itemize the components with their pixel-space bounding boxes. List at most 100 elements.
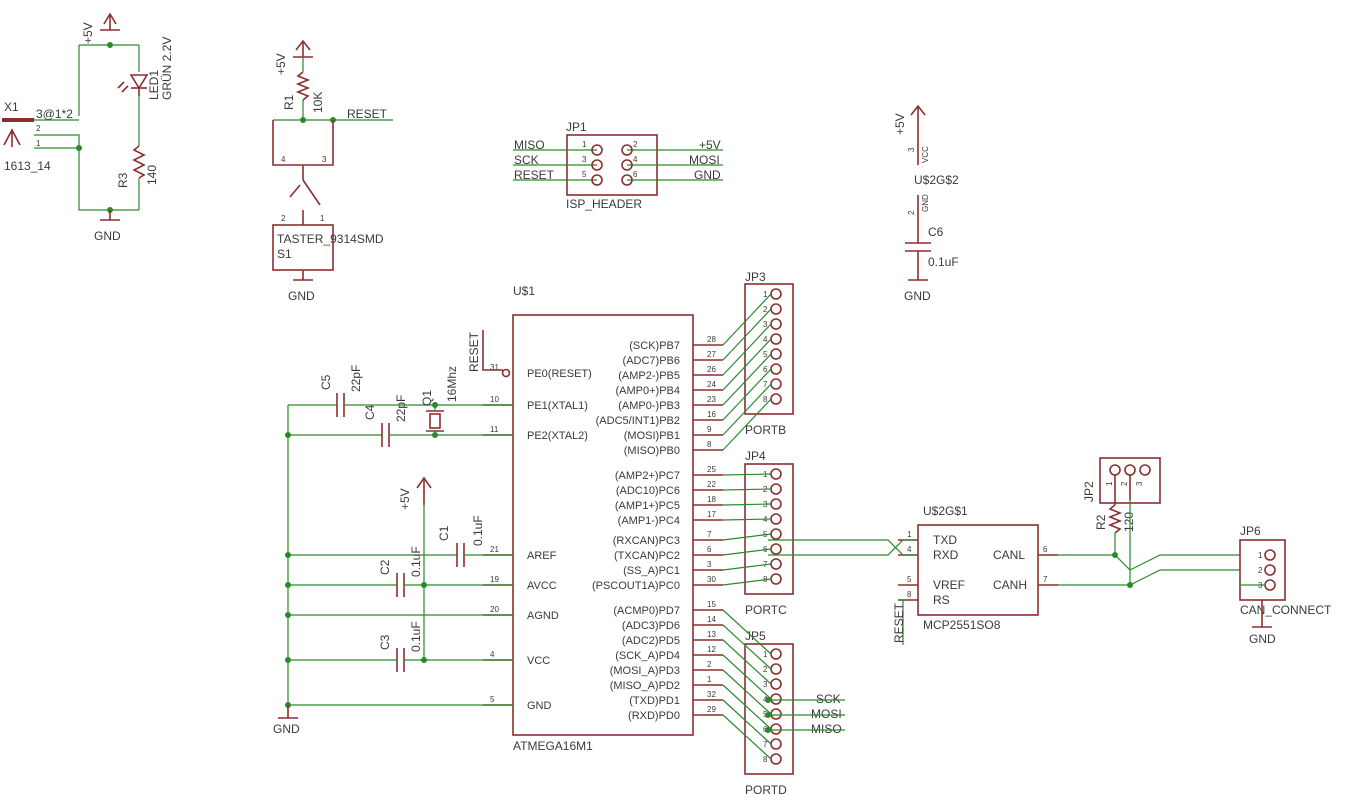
jp1-net-mosi: MOSI: [689, 153, 720, 167]
jp1-value: ISP_HEADER: [566, 197, 642, 211]
u1-right-pin-label: (TXD)PD1: [629, 695, 680, 707]
ug1-reset-net: RESET: [892, 602, 906, 643]
u1-left-pin-label: AREF: [527, 550, 557, 562]
jp1-name: JP1: [566, 120, 587, 134]
jp1-isp-header: JP1 MISO SCK RESET 1 3 5 +5V MOSI GND: [513, 120, 723, 211]
c1-value: 0.1uF: [471, 515, 485, 546]
jp3-pin: 7: [763, 380, 768, 389]
reset-net-label: RESET: [347, 107, 388, 121]
u1-right-pin-label: (TXCAN)PC2: [614, 550, 680, 562]
u1-right-pin-label: (AMP2+)PC7: [615, 470, 680, 482]
u1-right-pin-label: (MISO)PB0: [624, 445, 680, 457]
u1-left-pin-num: 5: [490, 695, 495, 704]
u1-right-pin-label: (ADC10)PC6: [616, 485, 680, 497]
u1-right-pin-num: 26: [707, 365, 716, 374]
u1-right-pin-num: 18: [707, 495, 716, 504]
jp3-name: JP3: [745, 270, 766, 284]
u1-right-pin-num: 15: [707, 600, 716, 609]
jp5-pin: 8: [763, 755, 768, 764]
c5-name: C5: [319, 374, 333, 390]
ug1-pin4: 4: [907, 545, 912, 554]
u1-name: U$1: [513, 284, 535, 298]
jp3-pin: 1: [763, 290, 768, 299]
r2-value: 120: [1122, 512, 1136, 532]
u1-left-pin-label: PE2(XTAL2): [527, 430, 588, 442]
u1-atmega16m1: U$1 ATMEGA16M1 31PE0(RESET)10PE1(XTAL1)1…: [467, 284, 723, 753]
led1-name: LED1: [147, 70, 161, 100]
s1-pin3: 3: [322, 155, 327, 164]
ug2-pin-vcc: 3: [907, 147, 916, 152]
c5-value: 22pF: [349, 365, 363, 392]
u1-right-pin-num: 8: [707, 440, 712, 449]
s1-pin4: 4: [281, 155, 286, 164]
s1-pin1: 1: [320, 214, 325, 223]
x1-pin1: 1: [36, 139, 41, 148]
u1-right-pin-label: (AMP0+)PB4: [616, 385, 681, 397]
jp5-net-sck: SCK: [816, 692, 841, 706]
jp1-left-pins: MISO SCK RESET 1 3 5: [513, 138, 603, 186]
jp6-pin2: 2: [1258, 566, 1263, 575]
ug2-gnd: GND: [921, 194, 930, 212]
c2-name: C2: [378, 559, 392, 575]
u1-right-pin-num: 30: [707, 575, 716, 584]
p5v-label-1: +5V: [81, 22, 95, 44]
s1-name: S1: [277, 247, 292, 261]
r1-name: R1: [282, 94, 296, 110]
jp3-pin: 3: [763, 320, 768, 329]
ug1-mcp2551: U$2G$1 MCP2551SO8 1 4 5 8 TXD RXD VREF R…: [892, 504, 1058, 645]
u1-right-pins: 28(SCK)PB727(ADC7)PB626(AMP2-)PB524(AMP0…: [592, 335, 723, 722]
u1-right-pin-label: (SCK)PB7: [629, 340, 680, 352]
q1-name: Q1: [420, 390, 434, 406]
u1-right-pin-num: 23: [707, 395, 716, 404]
jp5-pin: 3: [763, 680, 768, 689]
jp1-right-pins: +5V MOSI GND 2 4 6: [621, 138, 723, 186]
u1-right-pin-label: (SCK_A)PD4: [615, 650, 680, 662]
r3-value: 140: [145, 165, 159, 185]
u1-left-pin-label: AVCC: [527, 580, 557, 592]
c6-value: 0.1uF: [928, 255, 959, 269]
jp2-pin2: 2: [1120, 481, 1129, 486]
u1-passives: C5 22pF C4 22pF Q1 16Mhz +5V C1 0.1uF C2…: [273, 365, 513, 736]
u1-left-pins: 31PE0(RESET)10PE1(XTAL1)11PE2(XTAL2)21AR…: [483, 363, 592, 712]
jp1-net-sck: SCK: [514, 153, 539, 167]
ug2-pin-gnd: 2: [907, 210, 916, 215]
jp5-name: JP5: [745, 629, 766, 643]
jp1-net-5v: +5V: [699, 138, 721, 152]
jp6-pin1: 1: [1258, 551, 1263, 560]
jp3-pin: 6: [763, 365, 768, 374]
u1-left-pin-label: AGND: [527, 610, 559, 622]
u1-right-pin-label: (ADC3)PD6: [622, 620, 680, 632]
u1-right-pin-num: 14: [707, 615, 716, 624]
jp5-pin: 1: [763, 650, 768, 659]
ug1-pin5: 5: [907, 575, 912, 584]
can-bus-block: 1 2 3 JP2 R2 120 1 2 3 JP6 CAN_CONNECT G…: [1058, 457, 1332, 646]
u1-right-pin-num: 24: [707, 380, 716, 389]
u1-right-pin-num: 22: [707, 480, 716, 489]
port-headers: JP3 PORTB JP4 PORTC JP5 PORTD SCK MOSI M…: [722, 270, 845, 797]
u1-left-pin-num: 19: [490, 575, 499, 584]
jp1-pin1: 1: [582, 140, 587, 149]
jp1-pin6: 6: [633, 170, 638, 179]
u1-right-pin-label: (PSCOUT1A)PC0: [592, 580, 680, 592]
ug2-name: U$2G$2: [914, 173, 959, 187]
ug1-value: MCP2551SO8: [923, 618, 1001, 632]
jp1-pin3: 3: [582, 155, 587, 164]
r3: R3 140: [116, 145, 159, 188]
ug1-txd: TXD: [933, 533, 957, 547]
c6-name: C6: [928, 225, 944, 239]
power-led-block: +5V LED1 GRÜN 2.2V R3 140 GND: [2, 12, 174, 243]
c1-name: C1: [437, 525, 451, 541]
q1-value: 16Mhz: [445, 366, 459, 402]
x1-pin2: 2: [36, 124, 41, 133]
u1-right-pin-num: 17: [707, 510, 716, 519]
u1-right-pin-num: 1: [707, 675, 712, 684]
ug1-pin7: 7: [1043, 575, 1048, 584]
u1-right-pin-num: 13: [707, 630, 716, 639]
u1-right-pin-label: (MOSI)PB1: [624, 430, 680, 442]
u1-right-pin-label: (RXD)PD0: [628, 710, 680, 722]
x1-pin3: 3@1*2: [36, 107, 73, 121]
u1-left-pin-label: PE1(XTAL1): [527, 400, 588, 412]
u1-value: ATMEGA16M1: [513, 739, 593, 753]
led1: LED1 GRÜN 2.2V: [117, 37, 174, 100]
